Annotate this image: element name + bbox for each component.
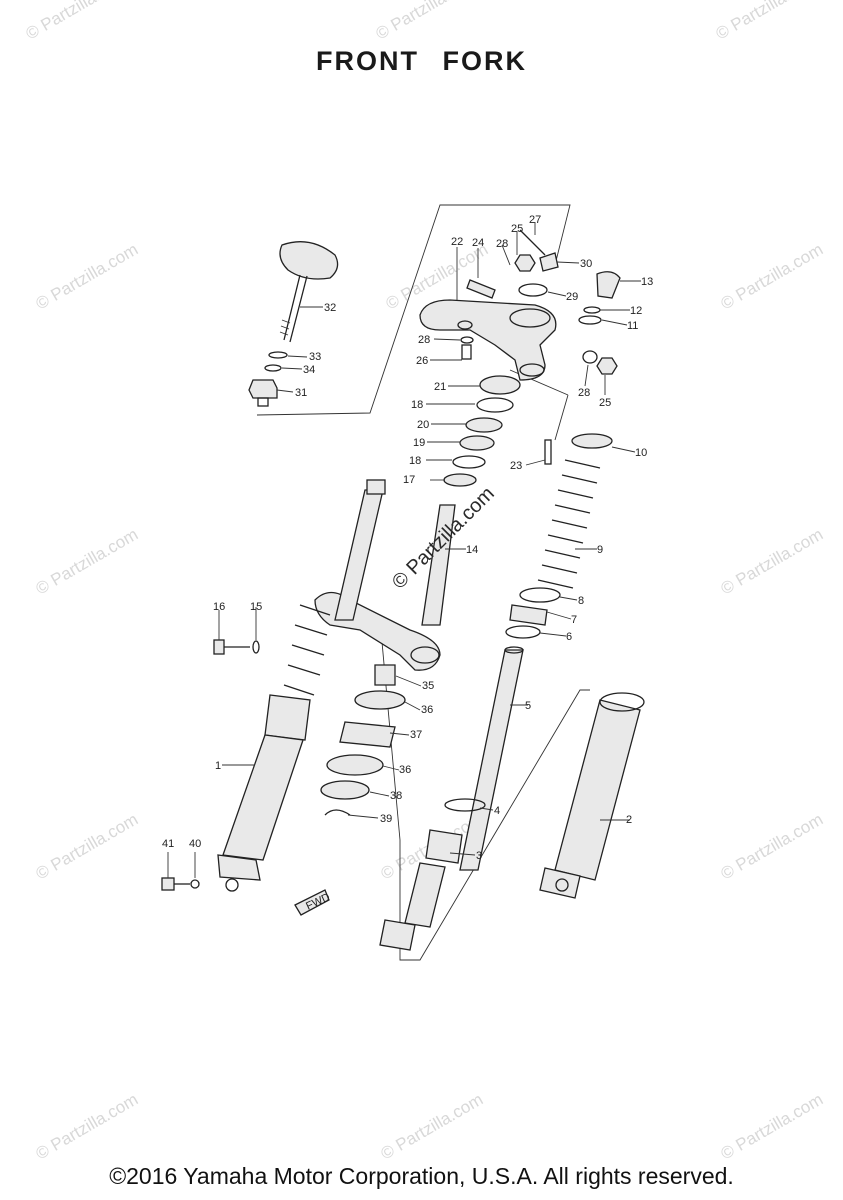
callout-11: 11 (627, 320, 638, 332)
callout-24: 24 (472, 237, 484, 249)
callout-20: 20 (417, 419, 429, 431)
callout-9: 9 (597, 544, 603, 556)
washer-stack-parts (320, 664, 406, 816)
callout-8: 8 (578, 595, 584, 607)
callout-27: 27 (529, 214, 541, 226)
diagram-title: FRONT FORK (316, 46, 527, 76)
damper-knob-part (248, 241, 339, 407)
handlebar-crown-part (419, 279, 557, 381)
callout-1: 1 (215, 760, 221, 772)
axle-clamp-bolt-parts (161, 877, 200, 891)
callout-6: 6 (566, 631, 572, 643)
callout-14: 14 (466, 544, 478, 556)
callout-28: 28 (496, 238, 508, 250)
callout-15: 15 (250, 601, 262, 613)
forward-direction-arrow: FWD (294, 889, 332, 916)
callout-17: 17 (403, 474, 415, 486)
callout-4: 4 (494, 805, 500, 817)
callout-30: 30 (580, 258, 592, 270)
callout-41: 41 (162, 838, 174, 850)
callout-37: 37 (410, 729, 422, 741)
callout-25: 25 (599, 397, 611, 409)
watermark: © Partzilla.com (718, 1090, 827, 1164)
watermark: © Partzilla.com (23, 0, 132, 43)
watermark: © Partzilla.com (718, 525, 827, 599)
callout-28: 28 (578, 387, 590, 399)
callout-3: 3 (476, 850, 482, 862)
callout-5: 5 (525, 700, 531, 712)
watermark: © Partzilla.com (33, 810, 142, 884)
callout-33: 33 (309, 351, 321, 363)
watermark: © Partzilla.com (33, 1090, 142, 1164)
left-fork-assembly (217, 479, 386, 892)
steering-bearing-parts (443, 375, 552, 487)
under-bracket-part (314, 504, 456, 671)
callout-labels: 1 2 3 4 5 6 7 8 9 10 11 12 13 14 15 16 1… (162, 214, 653, 862)
watermark: © Partzilla.com (718, 240, 827, 314)
callout-12: 12 (630, 305, 642, 317)
callout-31: 31 (295, 387, 307, 399)
callout-23: 23 (510, 460, 522, 472)
watermark: © Partzilla.com (718, 810, 827, 884)
callout-leader-lines (167, 222, 641, 878)
fork-spring-parts (505, 433, 613, 639)
callout-29: 29 (566, 291, 578, 303)
callout-19: 19 (413, 437, 425, 449)
callout-21: 21 (434, 381, 446, 393)
callout-32: 32 (324, 302, 336, 314)
callout-26: 26 (416, 355, 428, 367)
callout-22: 22 (451, 236, 463, 248)
watermark-layer: © Partzilla.com © Partzilla.com © Partzi… (23, 0, 827, 1163)
callout-39: 39 (380, 813, 392, 825)
copyright-notice: ©2016 Yamaha Motor Corporation, U.S.A. A… (109, 1163, 734, 1189)
callout-40: 40 (189, 838, 201, 850)
callout-10: 10 (635, 447, 647, 459)
callout-25: 25 (511, 223, 523, 235)
callout-34: 34 (303, 364, 315, 376)
callout-2: 2 (626, 814, 632, 826)
pinch-bolt-parts (213, 639, 260, 655)
callout-13: 13 (641, 276, 653, 288)
fwd-label: FWD (304, 891, 332, 912)
inner-tube-parts (379, 646, 524, 951)
callout-36: 36 (399, 764, 411, 776)
callout-38: 38 (390, 790, 402, 802)
callout-16: 16 (213, 601, 225, 613)
callout-35: 35 (422, 680, 434, 692)
callout-28: 28 (418, 334, 430, 346)
callout-18: 18 (411, 399, 423, 411)
callout-18: 18 (409, 455, 421, 467)
watermark: © Partzilla.com (378, 1090, 487, 1164)
watermark: © Partzilla.com (33, 525, 142, 599)
outer-tube-part (539, 692, 645, 899)
callout-7: 7 (571, 614, 577, 626)
upper-small-parts (457, 229, 621, 375)
watermark: © Partzilla.com (33, 240, 142, 314)
watermark: © Partzilla.com (713, 0, 822, 43)
callout-36: 36 (421, 704, 433, 716)
watermark: © Partzilla.com (373, 0, 482, 43)
